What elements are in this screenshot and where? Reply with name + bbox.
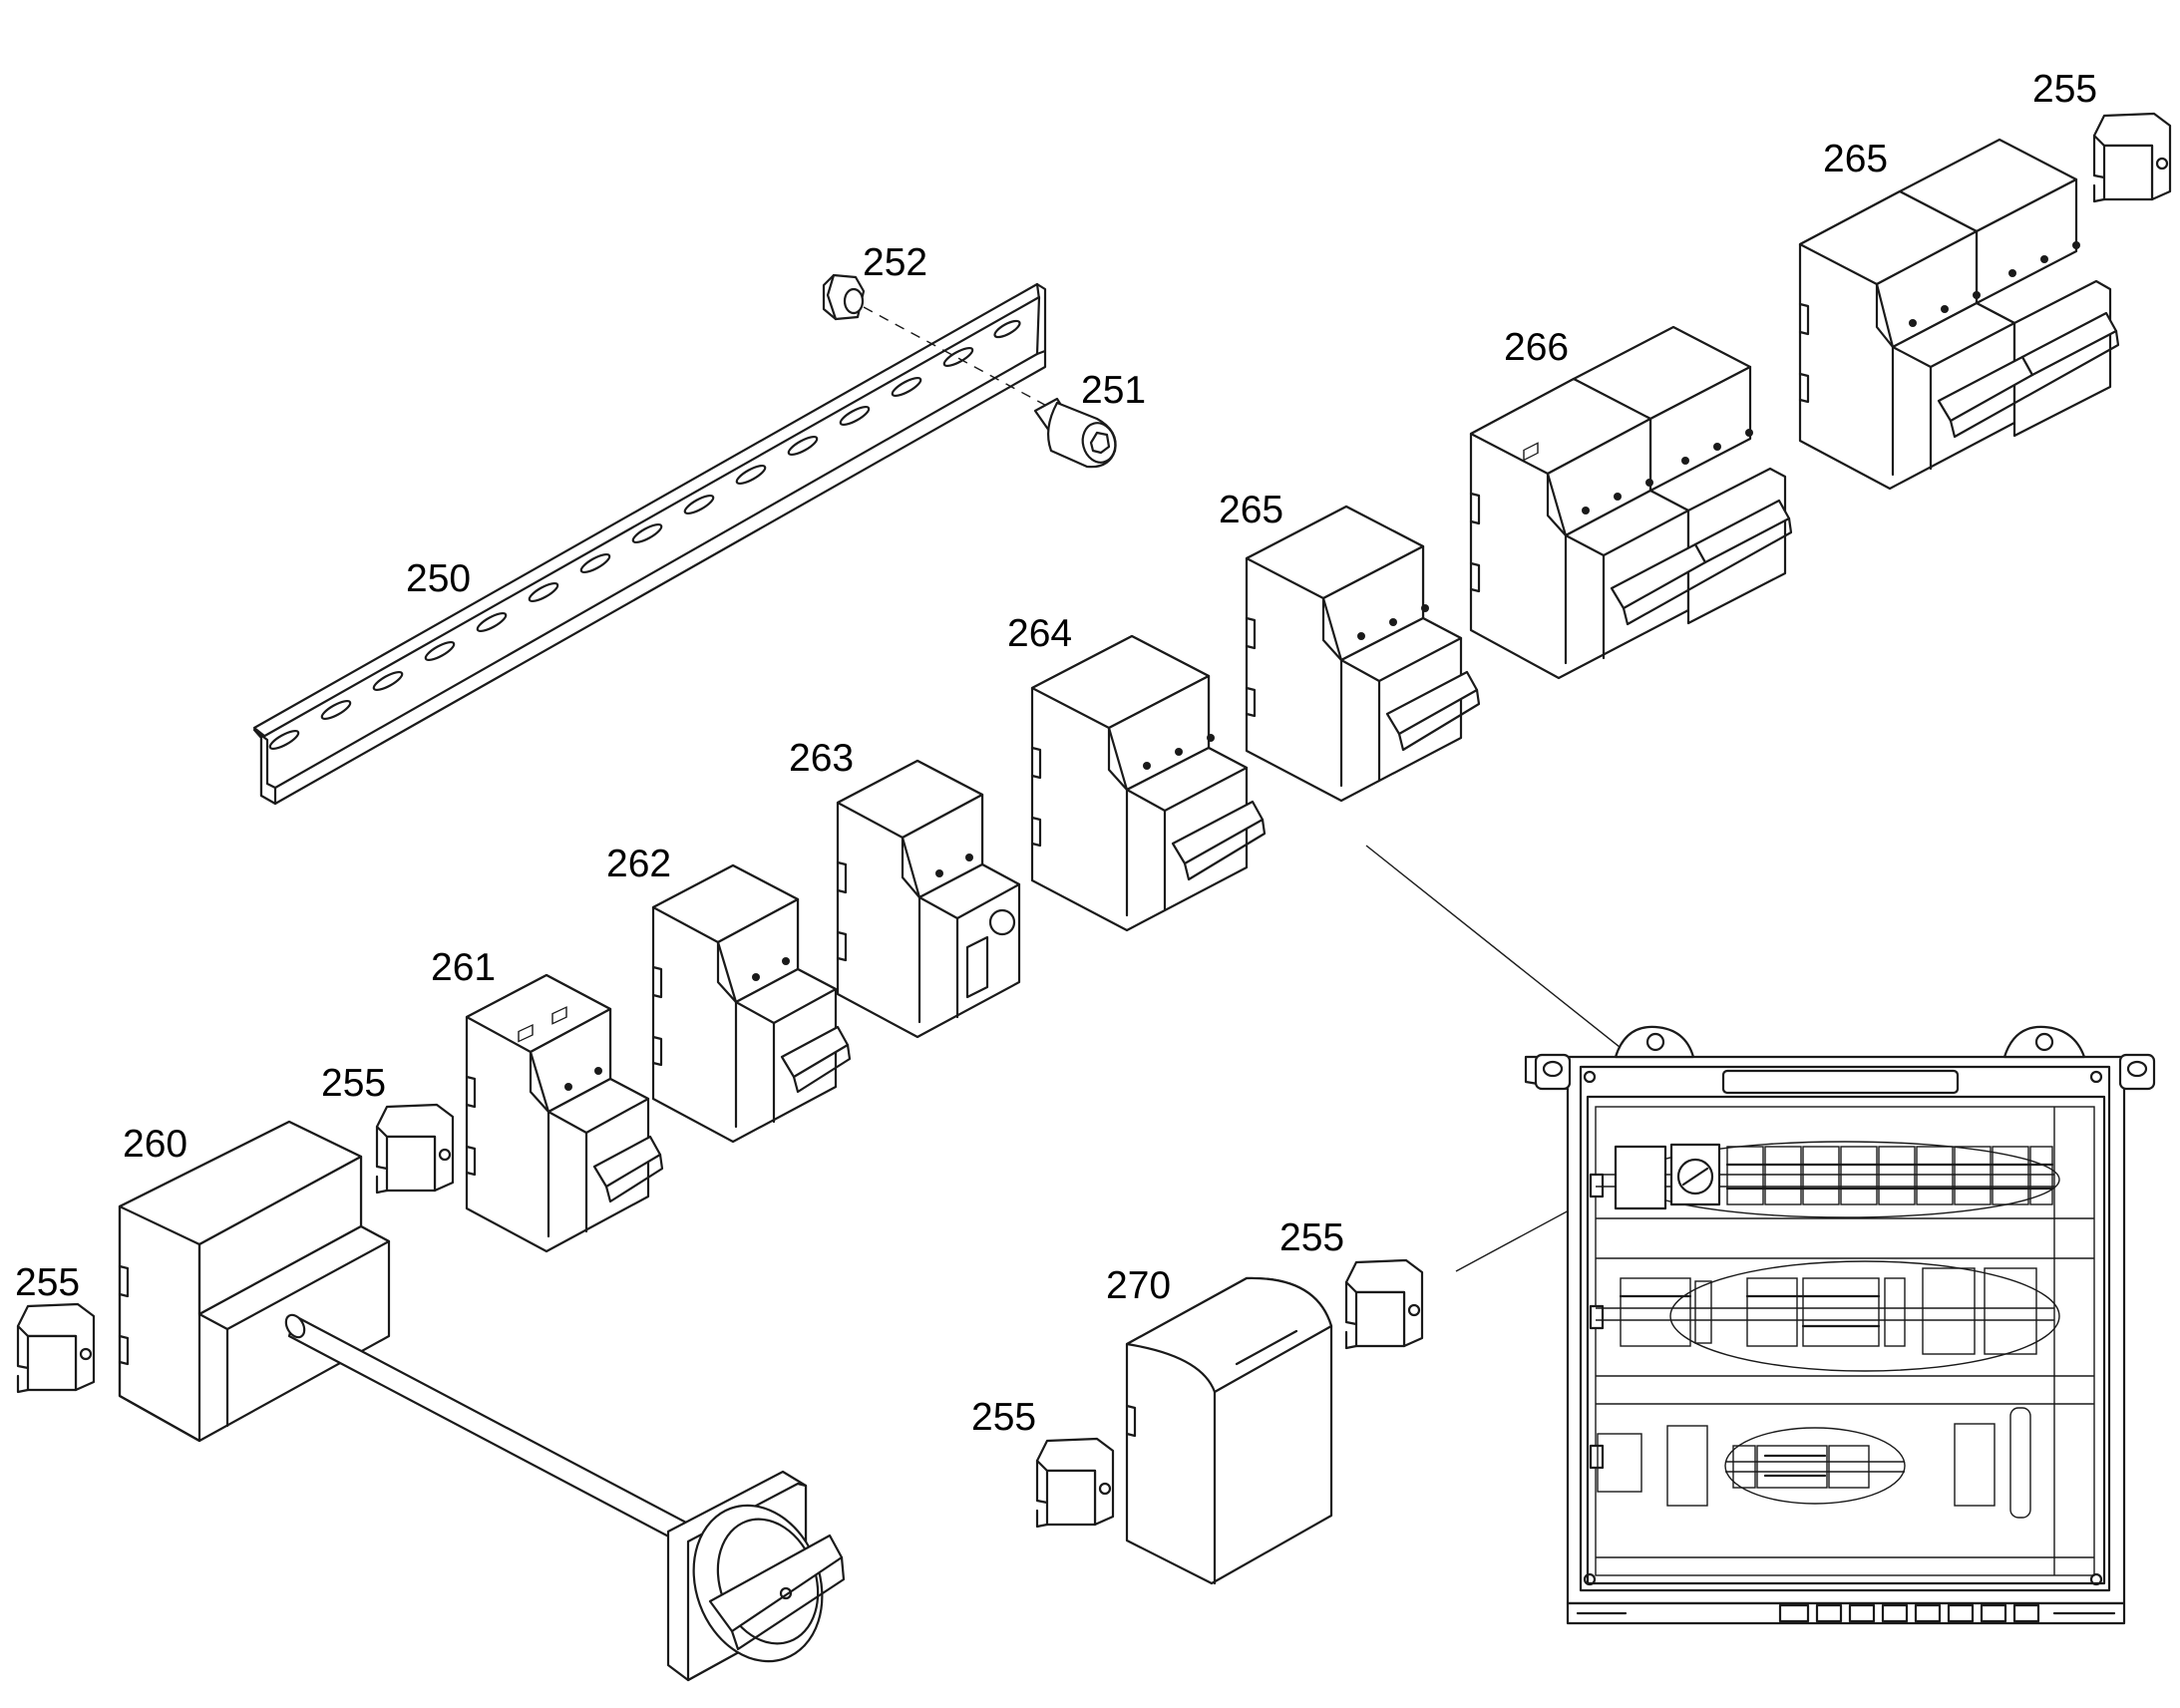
label-263: 263 — [789, 737, 854, 780]
terminal-cover — [1125, 1276, 1333, 1585]
end-clamp — [375, 1103, 455, 1195]
label-255: 255 — [321, 1062, 386, 1105]
label-265: 265 — [1219, 489, 1283, 531]
breaker-pair — [1469, 325, 1793, 680]
label-255: 255 — [2032, 68, 2097, 111]
label-260: 260 — [123, 1123, 187, 1166]
label-255: 255 — [971, 1396, 1036, 1439]
breaker-2p — [651, 863, 852, 1144]
breaker-3p — [1030, 634, 1267, 932]
cabinet-rail-row-3 — [1597, 1407, 2031, 1519]
breaker-pair — [1798, 138, 2120, 491]
label-261: 261 — [431, 946, 496, 989]
breaker-3p — [1245, 505, 1481, 803]
cap-screw — [1033, 397, 1117, 469]
residual-current-device — [836, 759, 1021, 1039]
label-255: 255 — [1279, 1216, 1344, 1259]
switch-shaft — [284, 1313, 690, 1543]
label-251: 251 — [1081, 369, 1146, 412]
cabinet-rail-row-2 — [1596, 1260, 2060, 1372]
label-255: 255 — [15, 1261, 80, 1304]
main-switch-body — [118, 1120, 391, 1443]
label-265: 265 — [1823, 138, 1888, 180]
din-rail — [252, 282, 1047, 806]
label-266: 266 — [1504, 326, 1569, 369]
cabinet-rail-row-1 — [1596, 1141, 2060, 1218]
end-clamp — [1035, 1437, 1115, 1529]
label-264: 264 — [1007, 612, 1072, 655]
label-250: 250 — [406, 557, 471, 600]
assembly-dash-line — [863, 306, 1068, 418]
end-clamp — [2092, 112, 2172, 203]
cabinet-glands — [1566, 1601, 2126, 1625]
hex-nut — [822, 273, 866, 321]
breaker-2p — [465, 973, 664, 1253]
rotary-handle — [666, 1470, 846, 1682]
label-252: 252 — [863, 241, 927, 284]
label-262: 262 — [606, 843, 671, 885]
end-clamp — [1344, 1258, 1424, 1350]
end-clamp — [16, 1302, 96, 1394]
label-270: 270 — [1106, 1264, 1171, 1307]
